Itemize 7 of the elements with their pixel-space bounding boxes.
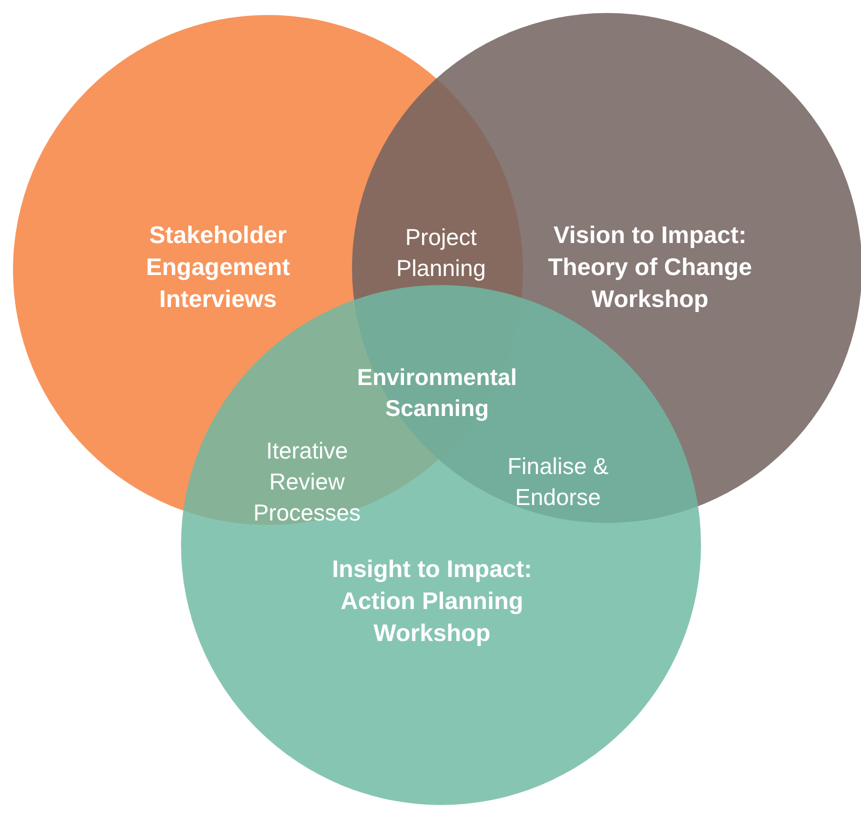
- circle-title: Stakeholder Engagement Interviews: [144, 221, 292, 315]
- circle-title: Vision to Impact: Theory of Change Workshop: [546, 221, 753, 315]
- overlap-label: Finalise & Endorse: [506, 452, 610, 512]
- overlap-label: Environmental Scanning: [356, 363, 518, 423]
- overlap-label: Iterative Review Processes: [252, 436, 362, 528]
- overlap-label: Project Planning: [395, 223, 487, 283]
- circle-title: Insight to Impact: Action Planning Workshop: [331, 555, 533, 649]
